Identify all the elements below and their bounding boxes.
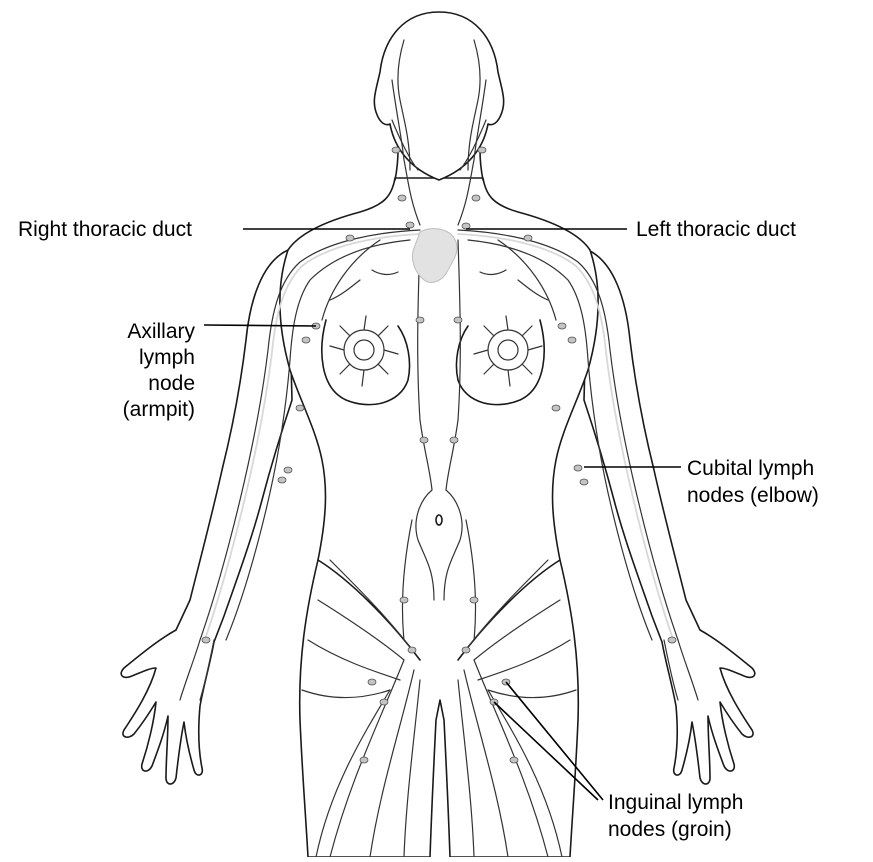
lymph-node — [420, 437, 428, 443]
axillary-label-line-1: Axillary — [127, 320, 195, 343]
lymph-node — [346, 235, 354, 241]
lymph-node — [552, 405, 560, 411]
lymph-node — [202, 637, 210, 643]
lymph-node — [392, 147, 400, 153]
lymph-node — [668, 637, 676, 643]
left-thoracic-duct-label: Left thoracic duct — [636, 218, 796, 241]
lymph-node — [462, 223, 470, 229]
axillary-leader — [204, 325, 316, 326]
lymph-node — [380, 699, 388, 705]
right-thoracic-duct-label: Right thoracic duct — [18, 218, 192, 241]
lymph-node — [450, 437, 458, 443]
lymph-node — [416, 317, 424, 323]
axillary-label-line-2: lymph — [139, 346, 195, 369]
lymph-node — [406, 222, 414, 228]
lymph-node — [580, 479, 588, 485]
inguinal-label-line-2: nodes (groin) — [608, 818, 732, 841]
lymph-node — [472, 195, 480, 201]
neck-line-right — [395, 150, 398, 180]
lymph-node — [278, 477, 286, 483]
axillary-label-line-4: (armpit) — [123, 398, 195, 421]
lymph-node — [470, 597, 478, 603]
lymph-node — [398, 195, 406, 201]
body-outline — [121, 12, 755, 857]
lymph-node — [284, 467, 292, 473]
cubital-label-line-2: nodes (elbow) — [687, 484, 819, 507]
lymph-node — [360, 757, 368, 763]
lymph-node — [462, 647, 470, 653]
lymph-node — [478, 147, 486, 153]
lymph-node — [574, 465, 582, 471]
lymph-node — [454, 317, 462, 323]
lymph-node — [302, 337, 310, 343]
axillary-label-line-3: node — [148, 372, 195, 395]
lymph-node — [524, 235, 532, 241]
lymph-node — [368, 679, 376, 685]
left-arm-outline — [584, 250, 755, 784]
lymph-node — [568, 337, 576, 343]
cubital-label-line-1: Cubital lymph — [687, 457, 814, 480]
lymph-node — [510, 757, 518, 763]
inguinal-label-line-1: Inguinal lymph — [608, 791, 743, 814]
lymph-node — [296, 405, 304, 411]
lymph-node — [408, 647, 416, 653]
lymph-node — [400, 597, 408, 603]
lymph-node — [558, 323, 566, 329]
neck-line-left — [480, 150, 483, 180]
